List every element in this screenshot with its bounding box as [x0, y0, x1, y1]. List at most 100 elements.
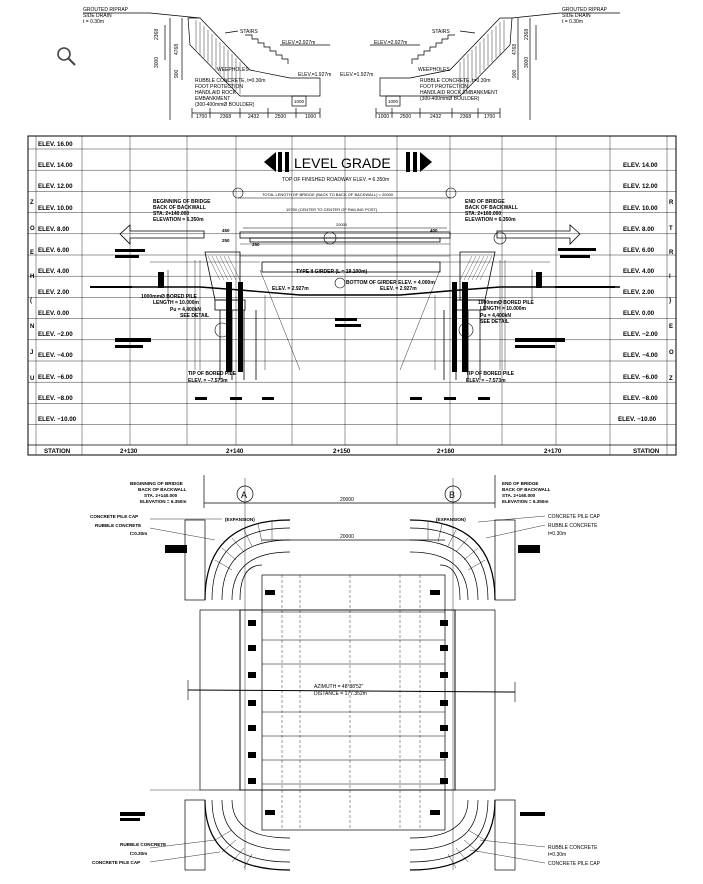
plan-end-4: ELEVATION = 6.350m: [502, 499, 548, 504]
elev-left-0: ELEV. 16.00: [38, 141, 73, 148]
elev-right-3: ELEV. 8.00: [623, 226, 655, 233]
right-dim-v4: 900: [512, 69, 518, 78]
plan-dim-inner: 20000: [340, 534, 354, 540]
elev-left-3: ELEV. 10.00: [38, 205, 73, 212]
elev-right-7: ELEV. 0.00: [623, 310, 655, 317]
left-dim-v3: 3000: [154, 57, 160, 68]
side-l-2: E: [30, 250, 34, 256]
rubble-bl-t: t=0.30m: [130, 851, 147, 856]
left-weepholes: WEEPHOLES: [217, 67, 249, 73]
right-elev-low: ELEV.=1.927m: [340, 72, 373, 78]
left-dim-1000: 1000: [294, 99, 305, 104]
plan-view: A B 20000 BEGINNING OF BRIDGE BACK OF BA…: [90, 475, 601, 871]
pile-r-1: 1000mmØ BORED PILE: [478, 300, 535, 306]
elev-2927-l: ELEV. = 2.927m: [272, 286, 309, 292]
dim-small-0: 450: [222, 228, 230, 233]
left-dim-v1: 2368: [154, 29, 160, 40]
elev-left-10: ELEV. −4.00: [38, 352, 73, 359]
elev-dim-20000: 20000: [336, 222, 348, 227]
right-boulder: (300-400mmØ BOULDER): [420, 96, 480, 102]
rubble-bl: RUBBLE CONCRETE: [120, 842, 166, 847]
left-dim-v4: 900: [174, 69, 180, 78]
station-2130: 2+130: [120, 448, 138, 455]
plan-begin-3: STA. 2+140.000: [144, 493, 178, 498]
plan-end-2: BACK OF BACKWALL: [502, 487, 551, 492]
side-l-3: H: [30, 274, 34, 280]
side-l-7: U: [30, 376, 34, 382]
end-bridge-4: ELEVATION = 6.350m: [465, 217, 516, 223]
right-dim-h2: 2500: [400, 114, 411, 120]
side-r-1: T: [669, 226, 673, 232]
left-dim-h3: 2432: [248, 114, 259, 120]
elev-right-9: ELEV. −4.00: [623, 352, 658, 359]
right-dim-h4: 2368: [460, 114, 471, 120]
station-2140: 2+140: [226, 448, 244, 455]
elev-left-5: ELEV. 6.00: [38, 247, 70, 254]
right-dim-1000: 1000: [388, 99, 399, 104]
left-dim-v2: 4768: [174, 44, 180, 55]
rubble-br-t: t=0.30m: [548, 852, 566, 858]
dim-small-1: 250: [222, 238, 230, 243]
side-l-6: J: [30, 350, 33, 356]
elev-left-6: ELEV. 4.00: [38, 268, 70, 275]
elev-left-12: ELEV. −8.00: [38, 395, 73, 402]
elev-left-1: ELEV. 14.00: [38, 162, 73, 169]
pile-r-4: SEE DETAIL: [480, 319, 509, 325]
begin-bridge-2: BACK OF BACKWALL: [153, 205, 206, 211]
magnifier-icon[interactable]: [55, 45, 77, 67]
distance-label: DISTANCE = 177.352m: [314, 691, 367, 697]
right-foot: FOOT PROTECTION: [420, 84, 468, 90]
elev-right-11: ELEV. −8.00: [623, 395, 658, 402]
rubble-tr: RUBBLE CONCRETE: [548, 523, 598, 529]
left-foot: FOOT PROTECTION: [195, 84, 243, 90]
side-r-7: Z: [669, 376, 673, 382]
begin-bridge-1: BEGINNING OF BRIDGE: [153, 199, 211, 205]
right-slope-section: GROUTED RIPRAP SIDE DRAIN t = 0.30m 2368…: [340, 7, 620, 120]
pile-cap-tl: CONCRETE PILE CAP: [90, 514, 138, 519]
right-handlaid1: HANDLAID ROCK EMBANKMENT: [420, 90, 498, 96]
expansion-left: (EXPANSION): [225, 517, 255, 522]
station-2150: 2+150: [333, 448, 351, 455]
left-elev-top: ELEV.=2.927m: [282, 40, 315, 46]
elev-right-8: ELEV. −2.00: [623, 331, 658, 338]
side-r-6: O: [669, 350, 674, 356]
pile-r-3: Pu = 4,400kN: [480, 313, 511, 319]
side-l-4: (: [30, 298, 32, 304]
plan-begin-2: BACK OF BACKWALL: [138, 487, 187, 492]
pile-l-1: 1000mmØ BORED PILE: [141, 294, 198, 300]
rubble-tr-t: t=0.30m: [548, 531, 566, 537]
elev-left-11: ELEV. −6.00: [38, 374, 73, 381]
pile-cap-tr: CONCRETE PILE CAP: [548, 514, 601, 520]
expansion-right: (EXPANSION): [436, 517, 466, 522]
left-rubble: RUBBLE CONCRETE, t=0.30m: [195, 78, 265, 84]
level-grade-text: LEVEL GRADE: [294, 155, 391, 171]
right-dim-h5: 1700: [484, 114, 495, 120]
right-elev-top: ELEV.=2.927m: [374, 40, 407, 46]
elev-left-7: ELEV. 2.00: [38, 289, 70, 296]
elev-left-13: ELEV. −10.00: [38, 416, 77, 423]
end-bridge-3: STA. 2+160.000: [465, 211, 501, 217]
plan-dim-top: 20000: [340, 497, 354, 503]
right-dim-v3: 3000: [524, 57, 530, 68]
left-elev-low: ELEV.=1.927m: [298, 72, 331, 78]
side-l-1: O: [30, 226, 35, 232]
elev-left-2: ELEV. 12.00: [38, 183, 73, 190]
span-center: 19750 (CENTER TO CENTER OF RAILING POST): [286, 207, 378, 212]
left-riprap-title: GROUTED RIPRAP: [83, 7, 129, 13]
elev-left-4: ELEV. 8.00: [38, 226, 70, 233]
elev-right-12: ELEV. −10.00: [618, 416, 657, 423]
left-handlaid1: HANDLAID ROCK: [195, 90, 237, 96]
elev-right-6: ELEV. 2.00: [623, 289, 655, 296]
elev-right-0: ELEV. 14.00: [623, 162, 658, 169]
right-riprap-sub: SIDE DRAIN: [562, 13, 591, 19]
plan-end-3: STA. 2+160.000: [502, 493, 536, 498]
right-dim-v2: 4768: [512, 44, 518, 55]
pile-l-3: Pu = 4,400kN: [170, 307, 201, 313]
left-stairs-label: STAIRS: [240, 29, 258, 35]
left-slope-section: GROUTED RIPRAP SIDE DRAIN t = 0.30m 2368…: [83, 7, 331, 120]
left-dim-h4: 2500: [275, 114, 286, 120]
right-dim-h3: 2432: [430, 114, 441, 120]
station-label-left: STATION: [44, 448, 71, 455]
